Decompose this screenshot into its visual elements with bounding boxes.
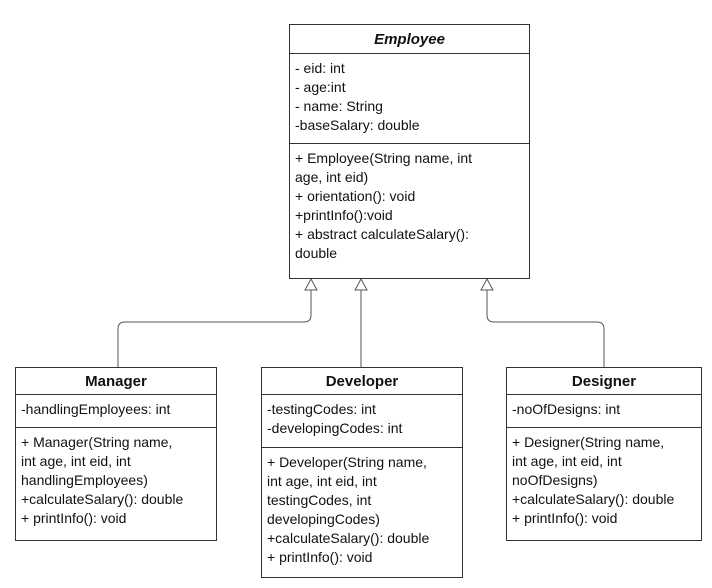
- developer-inheritance-arrowhead: [354, 277, 368, 291]
- designer-inheritance-arrowhead: [480, 277, 494, 291]
- class-designer-attributes: -noOfDesigns: int: [507, 395, 701, 428]
- method-line: +calculateSalary(): double: [21, 491, 184, 507]
- attribute-line: -testingCodes: int: [267, 401, 376, 417]
- class-manager-attributes: -handlingEmployees: int: [16, 395, 216, 428]
- method-line: +calculateSalary(): double: [512, 491, 675, 507]
- method-line: handlingEmployees): [21, 472, 148, 488]
- method-line: + printInfo(): void: [267, 549, 373, 565]
- attribute-line: -developingCodes: int: [267, 420, 403, 436]
- class-employee[interactable]: Employee - eid: int - age:int - name: St…: [289, 24, 530, 279]
- method-line: developingCodes): [267, 511, 380, 527]
- method-line: + Designer(String name,: [512, 434, 665, 450]
- class-designer[interactable]: Designer -noOfDesigns: int + Designer(St…: [506, 367, 702, 541]
- method-line: age, int eid): [295, 169, 369, 185]
- class-developer-methods: + Developer(String name, int age, int ei…: [262, 448, 462, 571]
- method-line: double: [295, 245, 338, 261]
- class-employee-methods: + Employee(String name, int age, int eid…: [290, 144, 529, 267]
- class-manager-methods: + Manager(String name, int age, int eid,…: [16, 428, 216, 532]
- method-line: + Employee(String name, int: [295, 150, 473, 166]
- method-line: testingCodes, int: [267, 492, 372, 508]
- manager-inheritance-arrowhead: [304, 277, 318, 291]
- attribute-line: - age:int: [295, 79, 346, 95]
- method-line: + Developer(String name,: [267, 454, 427, 470]
- method-line: + abstract calculateSalary():: [295, 226, 469, 242]
- method-line: int age, int eid, int: [512, 453, 622, 469]
- class-manager[interactable]: Manager -handlingEmployees: int + Manage…: [15, 367, 217, 541]
- class-designer-name: Designer: [507, 368, 701, 395]
- designer-inheritance-line: [486, 290, 605, 367]
- method-line: int age, int eid, int: [267, 473, 377, 489]
- attribute-line: -baseSalary: double: [295, 117, 420, 133]
- class-employee-attributes: - eid: int - age:int - name: String -bas…: [290, 54, 529, 144]
- class-manager-name: Manager: [16, 368, 216, 395]
- class-designer-methods: + Designer(String name, int age, int eid…: [507, 428, 701, 532]
- attribute-line: -handlingEmployees: int: [21, 401, 171, 417]
- manager-inheritance-line: [117, 290, 312, 367]
- class-employee-name: Employee: [290, 25, 529, 54]
- class-developer[interactable]: Developer -testingCodes: int -developing…: [261, 367, 463, 578]
- method-line: noOfDesigns): [512, 472, 598, 488]
- method-line: + orientation(): void: [295, 188, 416, 204]
- class-developer-attributes: -testingCodes: int -developingCodes: int: [262, 395, 462, 448]
- attribute-line: -noOfDesigns: int: [512, 401, 621, 417]
- method-line: + Manager(String name,: [21, 434, 173, 450]
- method-line: +printInfo():void: [295, 207, 393, 223]
- method-line: + printInfo(): void: [21, 510, 127, 526]
- method-line: +calculateSalary(): double: [267, 530, 430, 546]
- method-line: int age, int eid, int: [21, 453, 131, 469]
- class-developer-name: Developer: [262, 368, 462, 395]
- attribute-line: - name: String: [295, 98, 383, 114]
- method-line: + printInfo(): void: [512, 510, 618, 526]
- attribute-line: - eid: int: [295, 60, 345, 76]
